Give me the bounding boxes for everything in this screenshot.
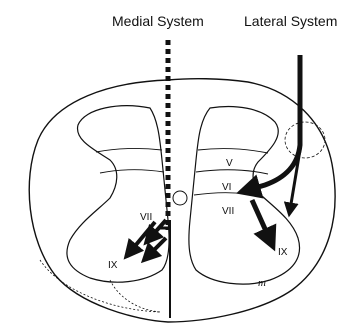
- left-lamina-line-1: [96, 149, 162, 152]
- lamina-vi-label: VI: [222, 182, 231, 193]
- central-canal: [173, 191, 187, 205]
- lamina-line-vi-bottom: [194, 193, 248, 195]
- lateral-tract-oval: [285, 122, 325, 158]
- corner-mark: m: [258, 277, 266, 289]
- lamina-vii-left-label: VII: [140, 212, 152, 223]
- lamina-line-v-top: [198, 149, 268, 153]
- lateral-arrow-ix: [252, 200, 270, 240]
- left-grey-matter: [67, 106, 169, 282]
- ventral-funiculus-left: [40, 260, 160, 312]
- lamina-ix-left-label: IX: [108, 260, 118, 271]
- ventral-tract-left: [110, 280, 160, 312]
- lateral-system-pathway: [248, 55, 300, 190]
- spinal-cord-outline: [29, 79, 335, 322]
- lamina-vii-right-label: VII: [222, 206, 234, 217]
- lamina-v-label: V: [226, 158, 233, 169]
- lamina-line-v-bottom: [196, 170, 268, 174]
- medial-system-title: Medial System: [112, 13, 204, 29]
- left-lamina-line-2: [100, 170, 164, 173]
- lamina-ix-right-label: IX: [278, 247, 288, 258]
- lateral-system-title: Lateral System: [244, 13, 337, 29]
- medial-arrow-ix-2: [148, 238, 166, 256]
